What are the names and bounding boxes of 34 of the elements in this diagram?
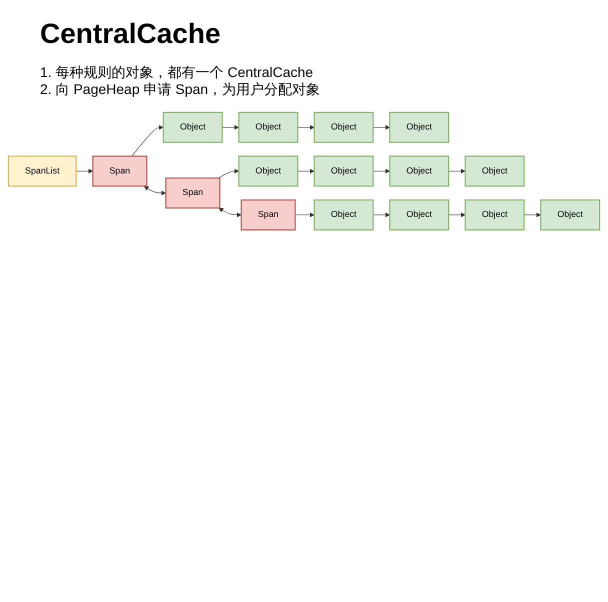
arrow [218, 208, 242, 218]
arrow [448, 168, 466, 174]
arrow [144, 186, 166, 196]
node-box: Object [464, 156, 525, 187]
node-box: Object [314, 112, 374, 143]
arrow [222, 124, 240, 130]
node-box: Object [464, 199, 525, 230]
diagram-title: CentralCache [40, 18, 222, 50]
node-box: Object [540, 199, 600, 230]
node-box: Span [92, 156, 148, 187]
arrow [372, 212, 390, 218]
arrow [372, 124, 390, 130]
arrow [448, 212, 466, 218]
node-box: Span [240, 199, 296, 230]
arrow [524, 212, 541, 218]
arrow [297, 168, 314, 174]
arrow [294, 212, 314, 218]
node-box: Span [165, 178, 220, 209]
note-text: 1. 每种规则的对象，都有一个 CentralCache [40, 64, 314, 81]
note-text: 2. 向 PageHeap 申请 Span，为用户分配对象 [40, 81, 322, 98]
arrow [132, 124, 164, 156]
node-box: Object [162, 112, 223, 143]
arrow [372, 168, 390, 174]
arrow [76, 168, 93, 174]
arrow [297, 124, 314, 130]
arrow [218, 168, 240, 178]
node-box: Object [314, 199, 374, 230]
node-box: SpanList [8, 156, 77, 187]
node-box: Object [238, 156, 298, 187]
node-box: Object [389, 112, 450, 143]
node-box: Object [238, 112, 298, 143]
node-box: Object [314, 156, 374, 187]
node-box: Object [389, 199, 450, 230]
node-box: Object [389, 156, 450, 187]
